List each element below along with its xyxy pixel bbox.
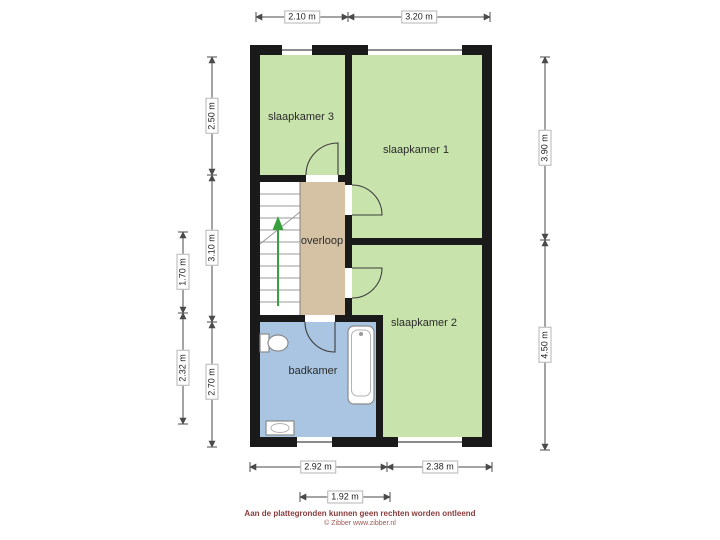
dim-bottom-1: 2.92 m [300, 460, 336, 474]
dim-right-1: 3.90 m [538, 130, 552, 166]
door-arc-slaapkamer-2 [351, 267, 383, 299]
window-slaapkamer-3 [282, 45, 312, 55]
door-opening-slaapkamer-2 [345, 268, 352, 298]
stairwell-area [260, 182, 300, 315]
door-opening-slaapkamer-3 [306, 175, 338, 182]
stairs [259, 182, 301, 315]
room-area-slaapkamer-3 [260, 55, 345, 175]
room-label-badkamer: badkamer [288, 365, 338, 377]
bathtub-icon [347, 325, 375, 405]
footer-copyright: © Zibber www.zibber.nl [324, 520, 396, 527]
dim-left-inner-3: 2.70 m [205, 364, 219, 400]
door-opening-badkamer [305, 315, 335, 322]
dimension-lines-right [540, 56, 550, 451]
washbasin-icon [265, 420, 295, 436]
dim-left-outer-1: 1.70 m [176, 254, 190, 290]
window-slaapkamer-1 [368, 45, 462, 55]
room-area-overloop [300, 182, 345, 315]
room-label-overloop: overloop [300, 235, 344, 247]
window-slaapkamer-2 [398, 437, 462, 447]
room-label-slaapkamer-3: slaapkamer 3 [267, 111, 335, 123]
window-badkamer [297, 437, 332, 447]
room-area-slaapkamer-1 [352, 55, 482, 238]
footer: Aan de plattegronden kunnen geen rechten… [0, 509, 720, 528]
room-area-slaapkamer-2 [352, 245, 482, 437]
dim-left-inner-2: 3.10 m [205, 230, 219, 266]
room-label-slaapkamer-2: slaapkamer 2 [390, 317, 458, 329]
toilet-icon [259, 333, 289, 353]
door-arc-badkamer [304, 321, 336, 353]
dim-bottom-2: 2.38 m [422, 460, 458, 474]
wall-slaapkamer3-overloop [250, 175, 352, 182]
footer-disclaimer: Aan de plattegronden kunnen geen rechten… [244, 509, 476, 518]
wall-slaapkamer1-left [345, 45, 352, 245]
stairs-direction-arrow [272, 216, 284, 306]
dim-right-2: 4.50 m [538, 327, 552, 363]
door-arc-slaapkamer-3 [305, 142, 339, 176]
door-arc-slaapkamer-1 [351, 184, 383, 216]
wall-badkamer-slaapkamer2 [376, 315, 383, 447]
wall-slaapkamer1-slaapkamer2 [345, 238, 482, 245]
dim-top-2: 3.20 m [401, 10, 437, 24]
dim-left-outer-2: 2.32 m [176, 350, 190, 386]
dim-bottom-inner: 1.92 m [327, 490, 363, 504]
dim-top-1: 2.10 m [284, 10, 320, 24]
dim-left-inner-1: 2.50 m [205, 98, 219, 134]
door-opening-slaapkamer-1 [345, 185, 352, 215]
room-label-slaapkamer-1: slaapkamer 1 [382, 144, 450, 156]
